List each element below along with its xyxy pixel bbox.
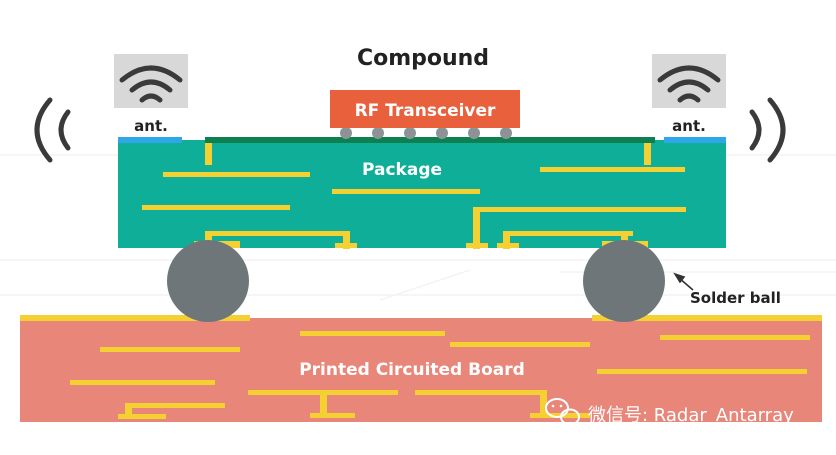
antenna-label-right: ant. [672,117,706,135]
radio-waves-right-icon [749,97,786,163]
solder-ball-right [583,240,665,322]
solder-ball-arrow [673,272,694,291]
package-label: Package [362,160,442,180]
antenna-patch-left [118,137,182,143]
solder-ball-left [167,240,249,322]
package-traces [142,143,686,249]
chip-bumps [340,127,512,139]
redistribution-layer [205,137,655,143]
pcb-traces [70,331,810,419]
wifi-icon [119,65,183,103]
antenna-label-left: ant. [134,117,168,135]
wifi-icon [657,65,721,103]
pcb-top-pad-left [20,315,250,321]
watermark-text: 微信号: Radar_Antarray [588,405,794,426]
antenna-patch-right [664,137,726,143]
pcb-label: Printed Circuited Board [299,360,525,380]
solder-ball-label: Solder ball [690,289,781,307]
pcb-top-pad-right [592,315,822,321]
rf-transceiver-label: RF Transceiver [355,101,496,121]
radio-waves-left-icon [34,97,71,163]
rf-transceiver-chip [330,90,520,128]
wechat-icon [545,398,580,426]
compound-label: Compound [357,46,489,71]
